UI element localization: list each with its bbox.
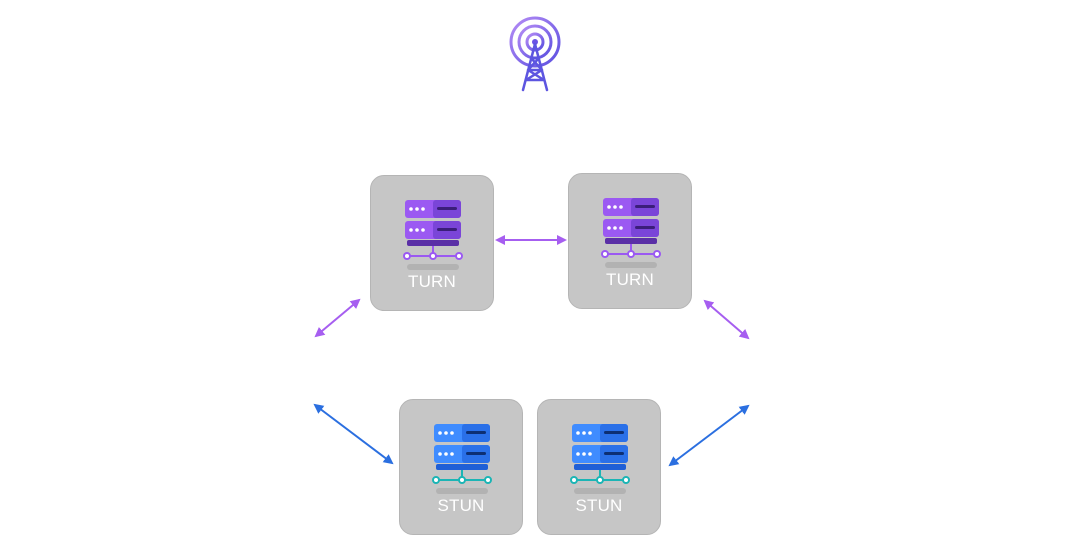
turn-label: TURN (407, 272, 456, 291)
right-turn-link (703, 299, 750, 340)
server-rack-icon (570, 424, 630, 494)
turn-server-node[interactable]: TURN (568, 173, 692, 309)
left-stun-link (313, 403, 394, 465)
server-rack-icon (601, 198, 661, 268)
stun-server-node[interactable]: STUN (399, 399, 523, 535)
stun-label: STUN (437, 496, 485, 515)
stun-server-node[interactable]: STUN (537, 399, 661, 535)
server-rack-icon (403, 200, 463, 270)
server-rack-icon (432, 424, 492, 494)
turn-server-node[interactable]: TURN (370, 175, 494, 311)
left-turn-link (314, 298, 361, 338)
radio-tower-icon (509, 16, 561, 92)
right-stun-link (668, 404, 750, 467)
turn-label: TURN (605, 270, 654, 289)
stun-label: STUN (575, 496, 623, 515)
